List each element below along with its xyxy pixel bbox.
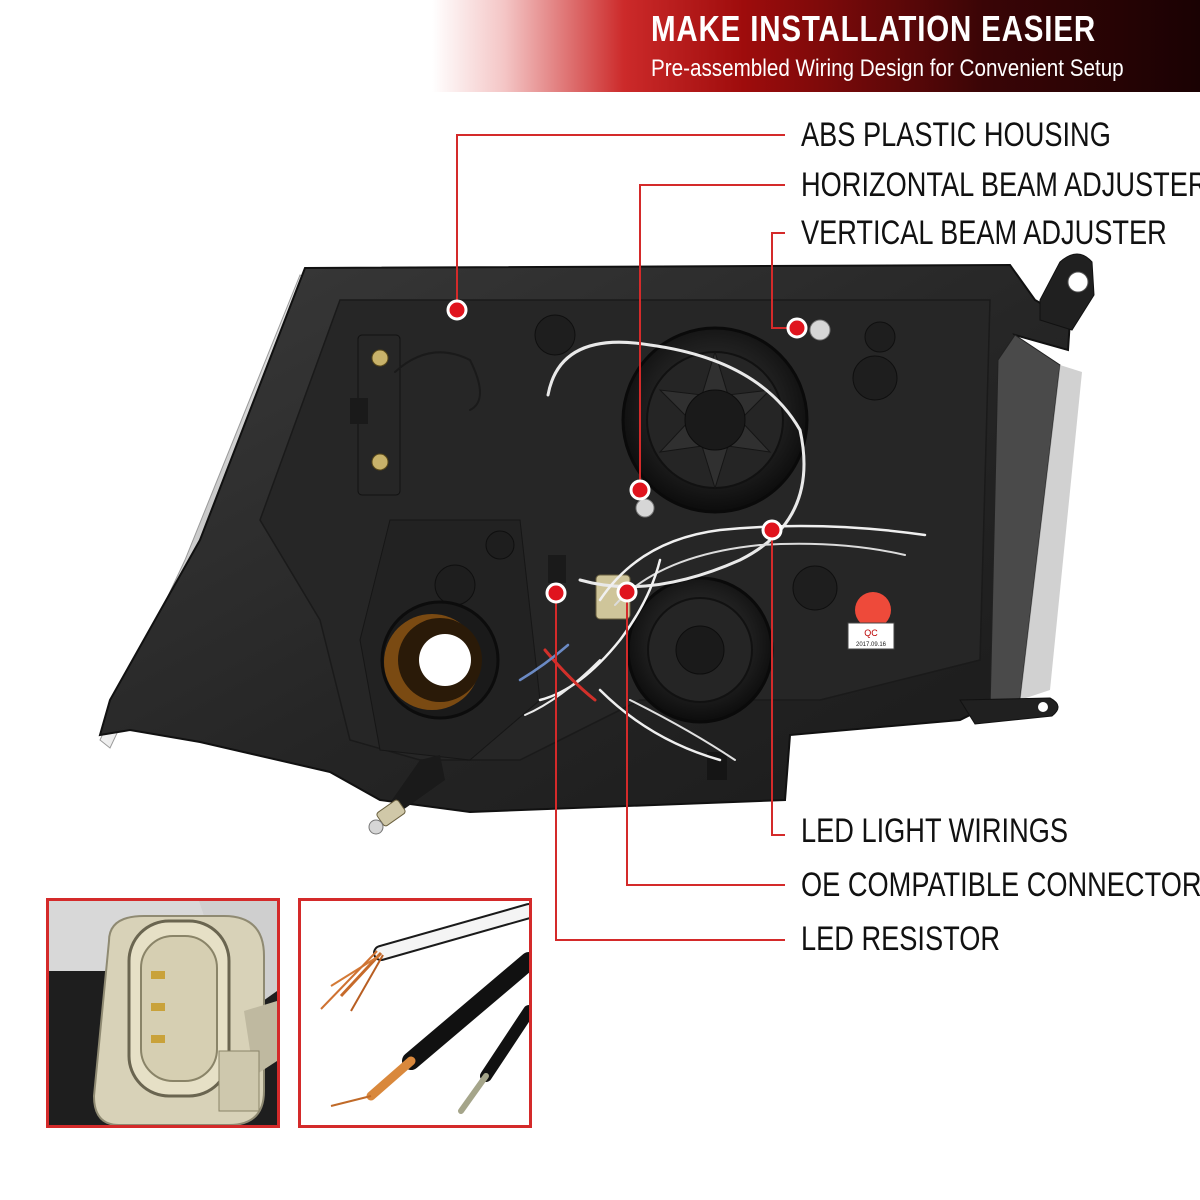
banner-title: MAKE INSTALLATION EASIER xyxy=(651,8,1096,49)
socket-hole xyxy=(419,634,471,686)
vertical-adjuster-screw xyxy=(809,319,831,341)
stripped-wires-image xyxy=(301,901,529,1125)
qc-sticker-dot xyxy=(855,592,891,628)
marker-dot-led-resistor xyxy=(545,582,567,604)
callout-led-light-wirings: LED LIGHT WIRINGS xyxy=(801,812,1069,850)
marker-dot-horizontal-adjuster xyxy=(629,479,651,501)
qc-label xyxy=(847,622,895,650)
callout-oe-compatible-connectors: OE COMPATIBLE CONNECTORS xyxy=(801,866,1200,904)
connector-plug-image xyxy=(49,901,277,1125)
callout-led-resistor: LED RESISTOR xyxy=(801,920,1001,958)
callout-vertical-beam-adjuster: VERTICAL BEAM ADJUSTER xyxy=(801,214,1167,252)
mounting-tab-bottom xyxy=(959,697,1059,725)
mounting-tab-top xyxy=(1039,253,1095,331)
callout-markers xyxy=(446,299,808,604)
callout-abs-plastic-housing: ABS PLASTIC HOUSING xyxy=(801,116,1111,154)
qc-label-text: QC xyxy=(864,628,878,638)
qc-label-date: 2017.09.16 xyxy=(856,642,887,648)
leader-lines xyxy=(456,134,797,941)
callout-horizontal-beam-adjuster: HORIZONTAL BEAM ADJUSTER xyxy=(801,166,1200,204)
banner-subtitle: Pre-assembled Wiring Design for Convenie… xyxy=(651,55,1124,82)
marker-dot-housing xyxy=(446,299,468,321)
bottom-adjuster xyxy=(392,755,445,812)
inset-connector-closeup xyxy=(46,898,280,1128)
marker-dot-vertical-adjuster xyxy=(786,317,808,339)
led-wiring xyxy=(394,340,927,762)
marker-dot-oe-connectors xyxy=(616,581,638,603)
horizontal-adjuster-screw xyxy=(635,498,655,518)
marker-dot-led-wirings xyxy=(761,519,783,541)
header-banner: MAKE INSTALLATION EASIER Pre-assembled W… xyxy=(0,0,1200,92)
inset-wires-closeup xyxy=(298,898,532,1128)
